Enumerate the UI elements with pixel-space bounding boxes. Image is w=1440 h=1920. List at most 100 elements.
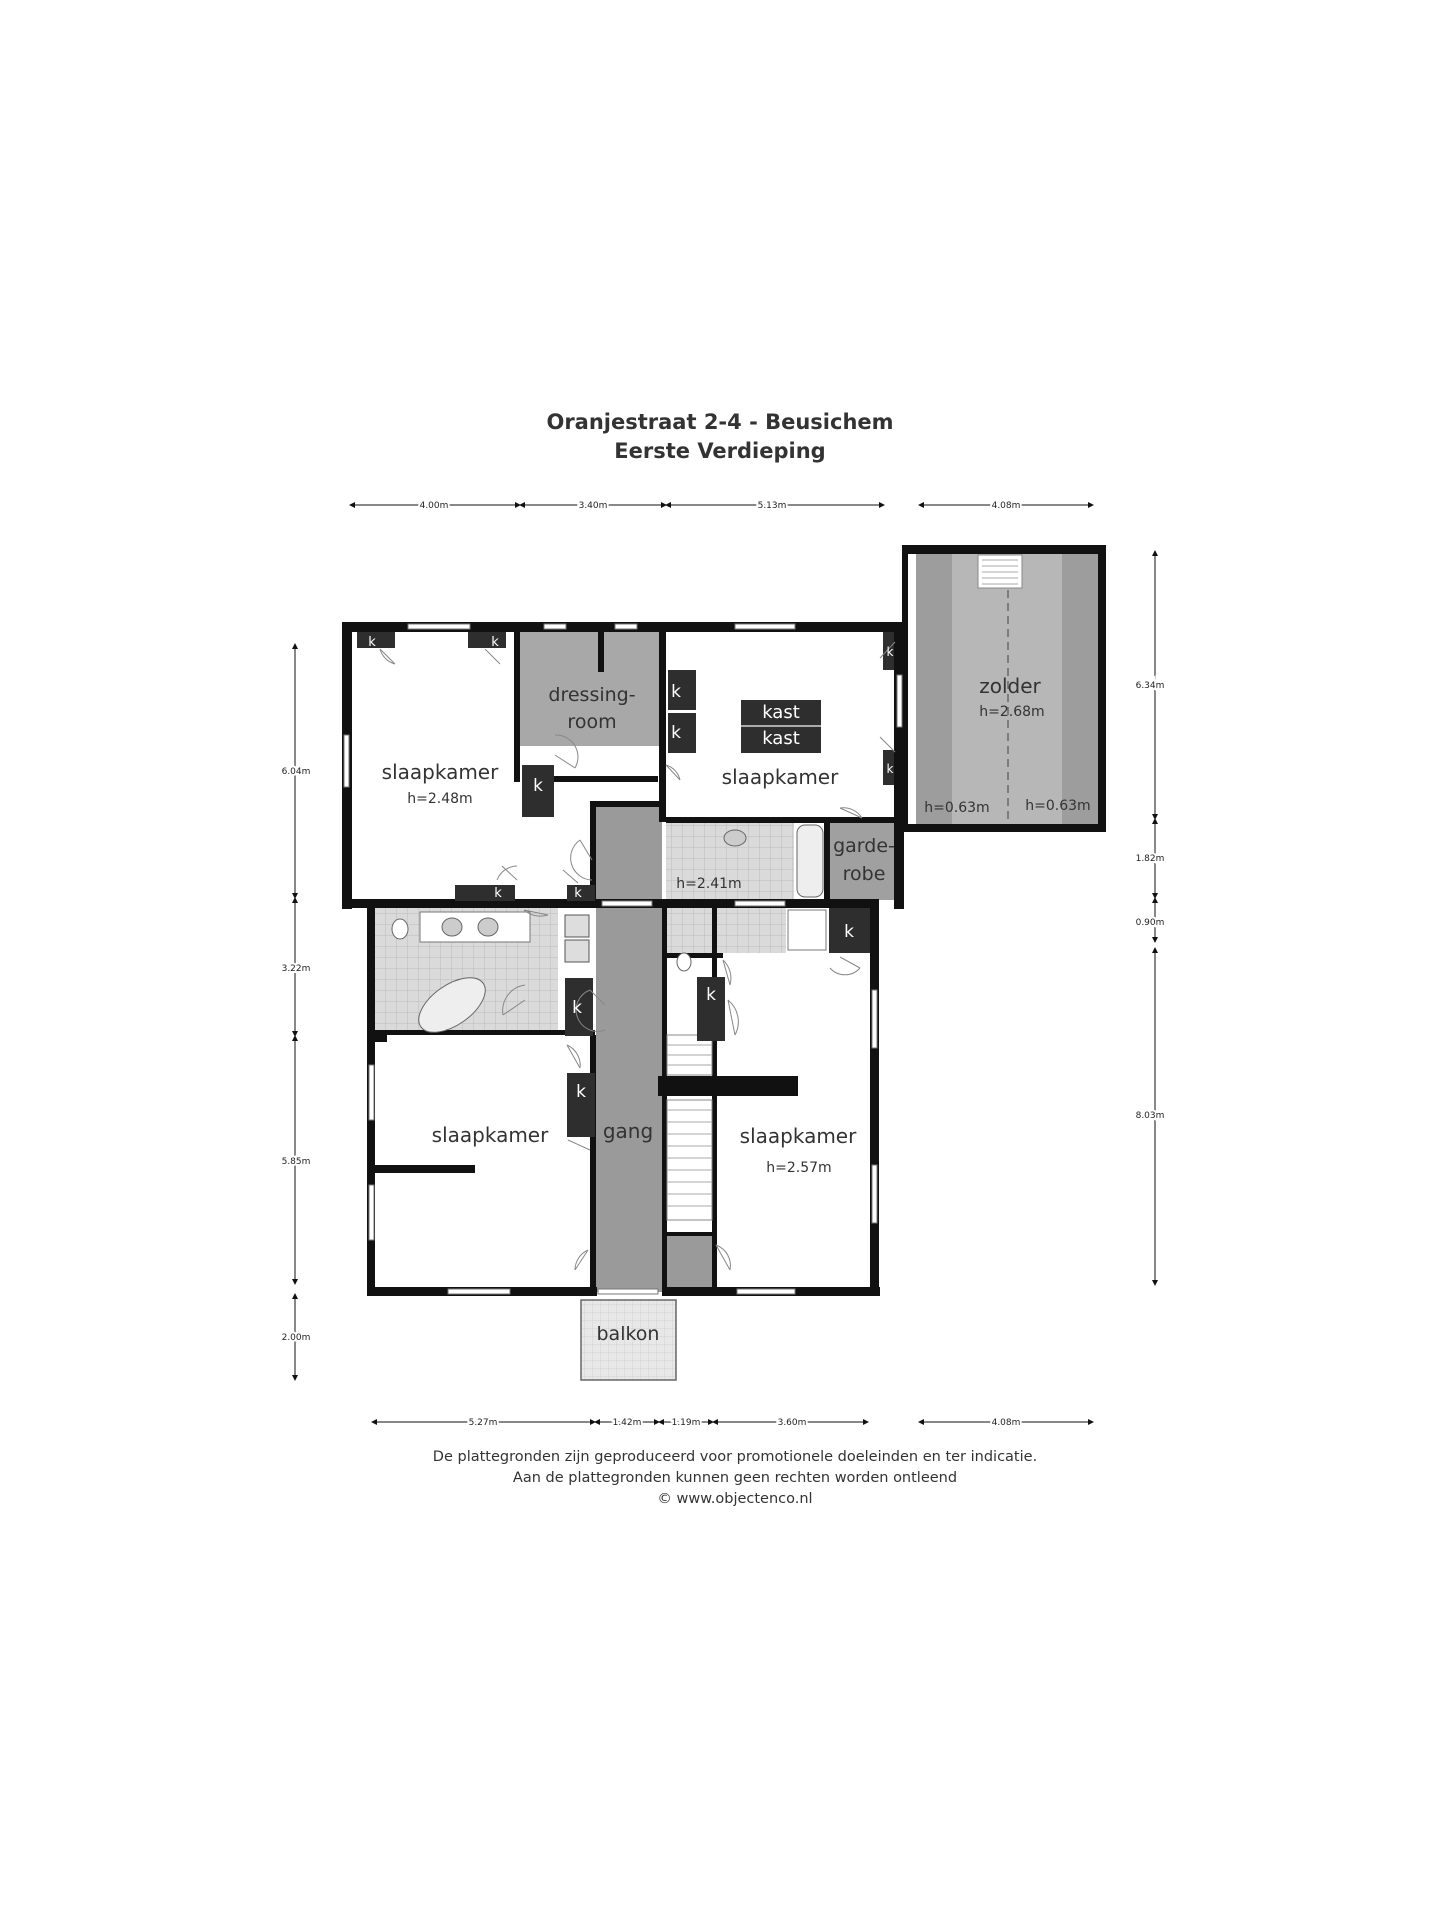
room-label-gang: gang: [603, 1119, 653, 1143]
room-label-garderobe-1: garde-: [833, 835, 895, 857]
shower-icon: [787, 909, 827, 951]
closet-label: k: [844, 922, 854, 942]
dimension-labels: 4.00m 3.40m 5.13m 4.08m 5.27m 1.42m 1.19…: [280, 499, 1167, 1430]
wall: [367, 1030, 375, 1295]
eave-height-left: h=0.63m: [924, 800, 989, 816]
plan-subtitle: Eerste Verdieping: [614, 439, 826, 463]
eave-height-right: h=0.63m: [1025, 798, 1090, 814]
closet: [567, 885, 595, 901]
room-label-dressing-2: room: [567, 711, 616, 733]
sink-icon: [723, 829, 747, 847]
closet-label: k: [494, 886, 502, 901]
wall: [659, 632, 666, 822]
dimension-bottom: 1.42m: [613, 1418, 642, 1428]
closet: [567, 1073, 595, 1137]
wall: [1098, 545, 1106, 832]
closet: [668, 670, 696, 710]
toilet-icon: [676, 952, 692, 972]
window: [614, 623, 638, 630]
dimension-right: 0.90m: [1136, 918, 1165, 928]
wall: [375, 1165, 475, 1173]
dimension-top: 5.13m: [758, 501, 787, 511]
room-height-slaapkamer-se: h=2.57m: [766, 1160, 831, 1176]
wall: [870, 899, 879, 1296]
sink-icon: [477, 917, 499, 937]
room-label-slaapkamer-nw: slaapkamer: [382, 760, 499, 784]
closet: [829, 908, 870, 953]
wall: [552, 776, 658, 782]
closet: [883, 632, 894, 670]
dressing-room-floor: [519, 632, 659, 746]
toilet-icon: [391, 918, 409, 940]
wall: [367, 908, 375, 1058]
room-label-slaapkamer-se: slaapkamer: [740, 1124, 857, 1148]
wall: [902, 545, 908, 832]
closet-label: k: [368, 635, 376, 650]
dimension-bottom: 5.27m: [469, 1418, 498, 1428]
closet: [565, 978, 593, 1036]
dryer-icon: [564, 939, 590, 963]
dimension-bottom: 3.60m: [778, 1418, 807, 1428]
wall: [375, 1030, 387, 1042]
room-height-bathroom-east: h=2.41m: [676, 876, 741, 892]
window: [871, 1164, 878, 1224]
room-label-zolder: zolder: [979, 674, 1041, 698]
room-labels: slaapkamer h=2.48m dressing- room slaapk…: [382, 674, 1091, 1345]
window: [343, 734, 350, 788]
dimension-right: 8.03m: [1136, 1111, 1165, 1121]
dimension-top: 4.00m: [420, 501, 449, 511]
door-swings: [379, 641, 896, 1271]
window: [368, 1064, 375, 1121]
dimension-top: 4.08m: [992, 501, 1021, 511]
window: [543, 623, 567, 630]
wall: [712, 908, 717, 1288]
closet: [883, 750, 894, 785]
dimension-left: 6.04m: [282, 767, 311, 777]
dimension-top: 3.40m: [579, 501, 608, 511]
closet-label: k: [671, 682, 681, 702]
closet-labels: k k k k k k k k k k k k k: [368, 635, 893, 1102]
window: [368, 1184, 375, 1241]
disclaimer: De plattegronden zijn geproduceerd voor …: [0, 1447, 1440, 1510]
attic-stair: [977, 554, 1023, 820]
disclaimer-line-1: De plattegronden zijn geproduceerd voor …: [432, 1449, 1038, 1465]
wall: [894, 622, 904, 909]
closet-label: k: [671, 723, 681, 743]
wall: [590, 801, 596, 901]
closet-label: k: [706, 985, 716, 1005]
window: [597, 1288, 659, 1295]
closet-label: k: [491, 635, 499, 650]
wall: [667, 953, 723, 958]
room-label-dressing-1: dressing-: [548, 684, 635, 706]
dimension-lines: [292, 502, 1158, 1425]
closet: [455, 885, 515, 901]
room-label-garderobe-2: robe: [843, 863, 886, 885]
window: [601, 900, 653, 907]
wall: [658, 1076, 798, 1096]
closet-label: k: [533, 776, 543, 796]
garderobe-floor: [830, 822, 894, 900]
room-height-slaapkamer-nw: h=2.48m: [407, 791, 472, 807]
closet-label: k: [572, 998, 582, 1018]
kast-label-1: kast: [762, 702, 800, 723]
dimension-bottom: 4.08m: [992, 1418, 1021, 1428]
bathroom-fixtures: [391, 824, 827, 1033]
closet-label: k: [887, 762, 894, 776]
balcony-floor: [580, 1299, 677, 1381]
kast-label-2: kast: [762, 728, 800, 749]
wall: [824, 817, 830, 903]
staircase: [666, 1034, 713, 1221]
wall: [590, 801, 666, 807]
attic-floor-center: [952, 553, 1062, 824]
disclaimer-line-3: © www.objectenco.nl: [657, 1491, 813, 1507]
dimension-right: 6.34m: [1136, 681, 1165, 691]
dimension-left: 2.00m: [282, 1333, 311, 1343]
dimension-left: 3.22m: [282, 964, 311, 974]
closet-label: k: [574, 886, 582, 901]
closet: [668, 713, 696, 753]
closet: [357, 632, 395, 648]
wall: [514, 632, 520, 782]
window: [734, 623, 796, 630]
bathtub-icon: [418, 977, 486, 1033]
